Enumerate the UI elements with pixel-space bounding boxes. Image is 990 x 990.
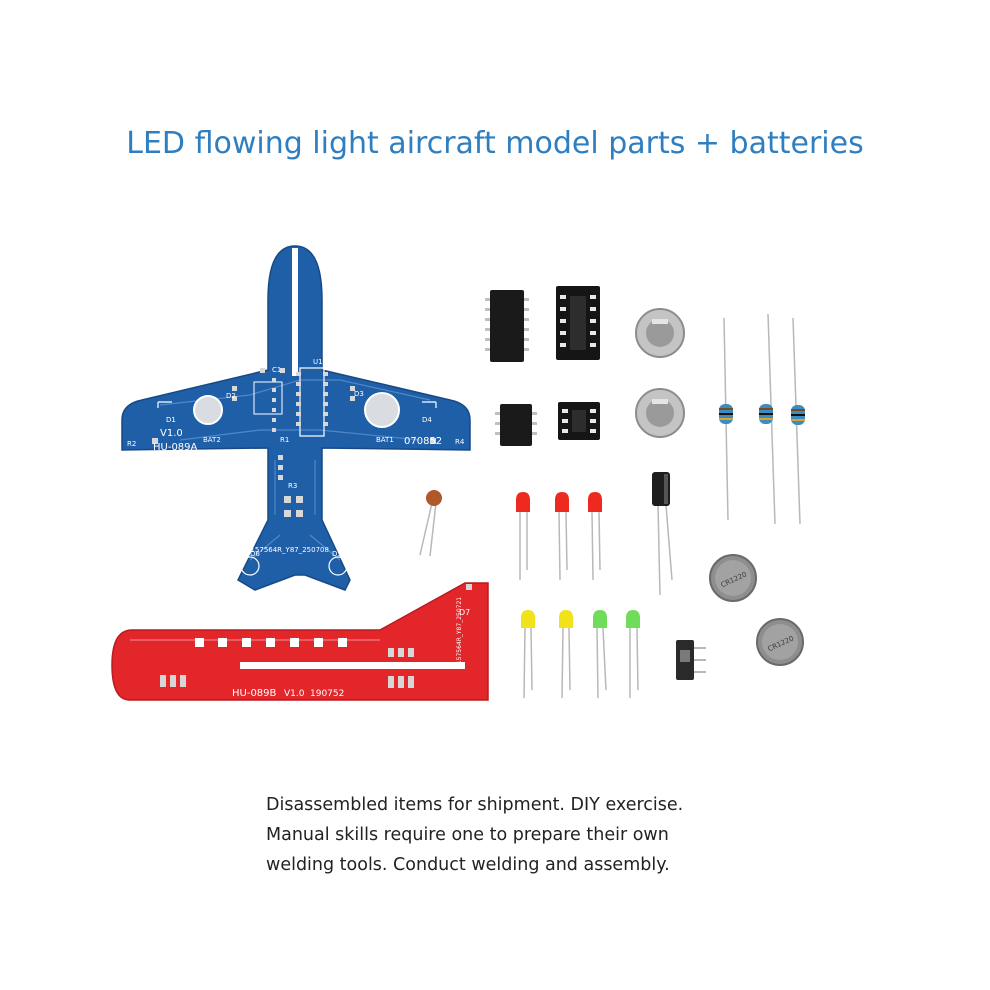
coin-battery-2: CR1220: [756, 618, 804, 666]
led-green-2: [626, 610, 640, 698]
led-red-1: [516, 492, 530, 580]
d3-label: D3: [354, 390, 364, 398]
d6-label: D6: [250, 550, 260, 558]
ic-chip-small: [495, 404, 537, 446]
r1-label: R1: [280, 436, 289, 444]
ic-socket-large: [556, 286, 600, 360]
resistor-1: [719, 317, 733, 521]
battery-holder-2: [635, 388, 685, 438]
r4-label: R4: [455, 438, 465, 446]
caption: Disassembled items for shipment. DIY exe…: [266, 790, 826, 880]
led-red-3: [588, 492, 602, 581]
bat2-label: BAT2: [203, 436, 221, 444]
d4-label: D4: [422, 416, 432, 424]
led-green-1: [593, 610, 607, 699]
caption-line-1: Disassembled items for shipment. DIY exe…: [266, 795, 684, 815]
ceramic-capacitor: [419, 490, 442, 557]
red-board-model: HU-089B: [232, 688, 277, 699]
d5-label: D5: [332, 550, 342, 558]
led-yellow-2: [559, 610, 573, 699]
u1-label: U1: [313, 358, 323, 366]
d1-label: D1: [166, 416, 176, 424]
blue-board-serial: 1157564R_Y87_250708: [246, 546, 329, 554]
red-board-d7-label: D7: [459, 608, 470, 617]
red-board-version: V1.0: [284, 689, 305, 699]
battery-holder-1: [635, 308, 685, 358]
bat1-label: BAT1: [376, 436, 394, 444]
red-airplane-pcb: HU-089B V1.0 190752 D7 1157564R_Y87_2507…: [111, 582, 489, 701]
electrolytic-capacitor: [652, 472, 673, 596]
led-red-2: [555, 492, 569, 581]
ic-socket-small: [558, 402, 600, 440]
caption-line-2: Manual skills require one to prepare the…: [266, 825, 669, 845]
d2-label: D2: [226, 392, 236, 400]
resistor-3: [791, 317, 805, 525]
red-board-code: 190752: [310, 689, 344, 699]
coin-battery-1: CR1220: [709, 554, 757, 602]
blue-airplane-pcb: R2 R4 D1 D2 D3 D4 D5 D6 BAT1 BAT2 U1 C1 …: [121, 245, 471, 591]
r3-label: R3: [288, 482, 297, 490]
red-board-serial: 1157564R_Y87_250721: [456, 597, 463, 668]
r2-label: R2: [127, 440, 136, 448]
resistor-2: [759, 313, 776, 525]
caption-line-3: welding tools. Conduct welding and assem…: [266, 855, 670, 875]
blue-board-model: HU-089A: [153, 442, 198, 453]
page-title: LED flowing light aircraft model parts +…: [126, 126, 864, 161]
blue-board-code: 070852: [404, 436, 442, 447]
c1-label: C1: [272, 366, 281, 374]
blue-board-version: V1.0: [160, 428, 183, 439]
led-yellow-1: [521, 610, 535, 699]
ic-chip-large: [485, 290, 529, 362]
slide-switch: [676, 640, 706, 680]
